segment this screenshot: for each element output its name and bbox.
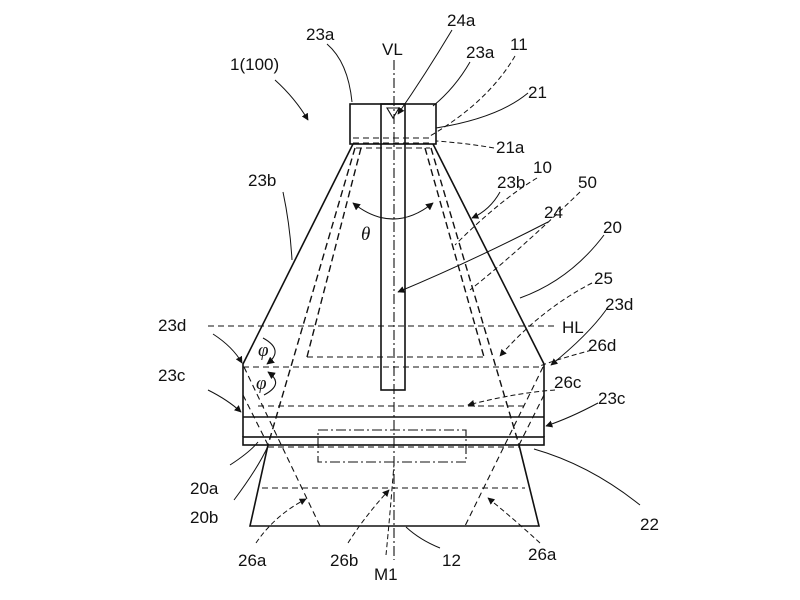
label-23d-left: 23d [158,316,186,335]
label-23d-right: 23d [605,295,633,314]
label-11: 11 [510,35,528,54]
label-10: 10 [533,158,552,177]
lower-base [249,444,541,527]
label-20: 20 [603,218,622,237]
central-rod [380,103,406,391]
label-26d: 26d [588,336,616,355]
label-24a: 24a [447,11,476,30]
phi-arc-bottom [263,371,277,396]
label-21: 21 [528,83,547,102]
label-26a-right: 26a [528,545,557,564]
angle-marks [262,202,434,396]
label-vl: VL [382,40,403,59]
label-m1: M1 [374,565,398,584]
m1-outline [317,429,467,463]
label-phi-bottom: φ [256,373,267,394]
body-left-side [242,143,354,417]
label-12: 12 [442,551,461,570]
label-26a-left: 26a [238,551,267,570]
label-23b-right: 23b [497,173,525,192]
label-26c: 26c [554,373,582,392]
theta-arc [352,202,434,220]
label-25: 25 [594,269,613,288]
label-23b-left: 23b [248,171,276,190]
phi-arc-top [262,337,276,365]
label-26b: 26b [330,551,358,570]
label-23a-left: 23a [306,25,335,44]
rod-tip-marker [386,107,400,120]
label-22: 22 [640,515,659,534]
body-right-side [432,143,545,417]
label-hl: HL [562,318,584,337]
label-50: 50 [578,173,597,192]
label-phi-top: φ [258,340,269,361]
label-24: 24 [544,203,563,222]
reference-axes [208,60,558,560]
leader-lines [207,29,641,556]
label-21a: 21a [496,138,525,157]
label-20b: 20b [190,508,218,527]
label-20a: 20a [190,479,219,498]
reference-labels: 1(100) 23a 24a VL 23a 11 21 21a 23b 23b … [158,11,659,584]
label-1-100: 1(100) [230,55,279,74]
label-23a-right: 23a [466,43,495,62]
label-23c-right: 23c [598,389,626,408]
label-23c-left: 23c [158,366,186,385]
label-theta: θ [361,224,370,245]
